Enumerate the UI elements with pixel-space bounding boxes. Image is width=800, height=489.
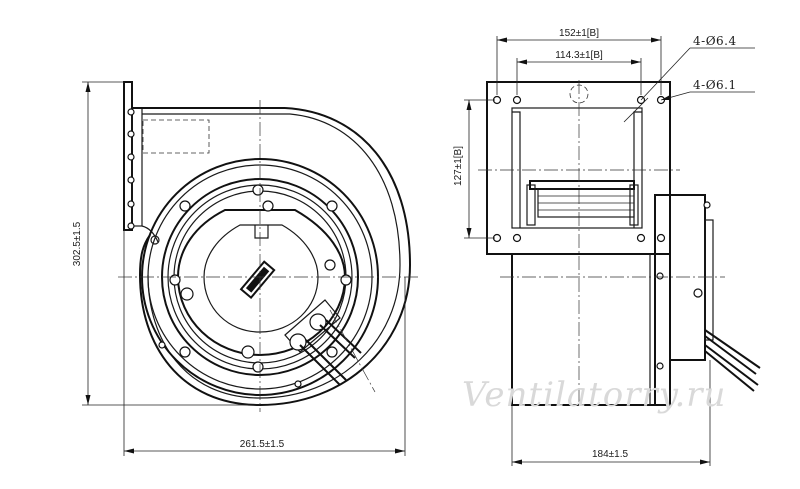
watermark: Ventilatorry.ru	[462, 375, 726, 415]
dim-261-label: 261.5±1.5	[240, 439, 285, 450]
motor-body	[176, 209, 347, 357]
front-view: 302.5±1.5 261.5±1.5	[72, 81, 420, 456]
cable-glands	[284, 299, 362, 386]
dim-152-label: 152±1[B]	[559, 28, 599, 39]
side-outlet-opening	[511, 107, 643, 229]
impeller-top	[529, 180, 635, 190]
hub-clip	[254, 225, 269, 239]
side-flange-plate	[486, 81, 671, 255]
side-motor-body	[669, 194, 706, 361]
dim-114-label: 114.3±1[B]	[555, 50, 603, 61]
motor-mount-plate	[654, 194, 671, 406]
terminal-block	[239, 260, 276, 300]
volute-inner	[147, 113, 401, 399]
callout-hole-61: 4-Ø6.1	[693, 78, 737, 92]
label-plate	[142, 119, 210, 154]
side-cables	[704, 329, 761, 392]
flange-holes	[127, 108, 135, 230]
front-flange-inner	[131, 107, 143, 227]
dim-302-label: 302.5±1.5	[72, 221, 83, 266]
callout-hole-64: 4-Ø6.4	[693, 34, 737, 48]
side-view: 152±1[B] 114.3±1[B] 127±1[B] 184±1.5 4-Ø…	[453, 28, 761, 466]
flange-bolts	[158, 184, 352, 388]
dim-127-label: 127±1[B]	[453, 146, 464, 186]
dim-184-label: 184±1.5	[592, 449, 629, 460]
volute-outer	[138, 107, 412, 407]
